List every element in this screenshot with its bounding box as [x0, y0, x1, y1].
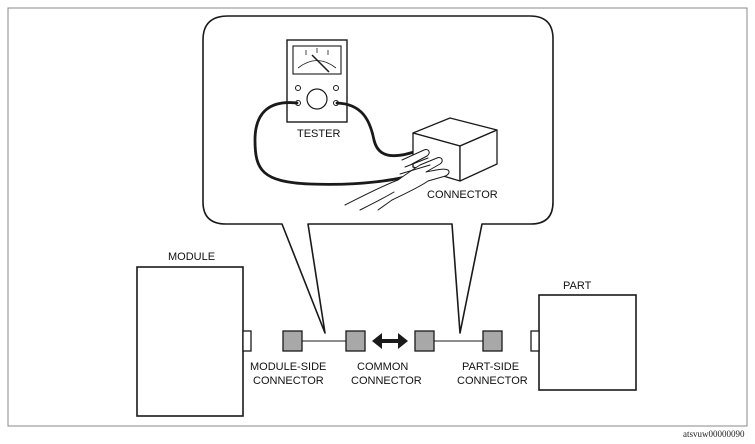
- test-lead-left: [253, 101, 426, 186]
- part-side-connector-icon: [482, 330, 503, 352]
- part-label: PART: [563, 280, 592, 292]
- connector-block-icon: [412, 117, 498, 182]
- part-side-connector-label-line2: CONNECTOR: [457, 375, 528, 387]
- part-side-connector-label-line1: PART-SIDE: [462, 361, 519, 373]
- common-connector-label-line1: COMMON: [357, 361, 408, 373]
- common-connector-right-icon: [414, 330, 435, 352]
- module-side-connector-icon: [282, 330, 303, 352]
- part-connector-tab: [530, 330, 540, 352]
- module-label: MODULE: [168, 251, 215, 263]
- module-side-connector-label-line1: MODULE-SIDE: [250, 361, 326, 373]
- image-code: atsvuw00000090: [683, 429, 745, 439]
- common-connector-left-icon: [345, 330, 366, 352]
- module-side-connector-label-line2: CONNECTOR: [253, 375, 324, 387]
- test-lead-right: [335, 101, 422, 158]
- module-box: [136, 266, 244, 417]
- connector-label: CONNECTOR: [427, 189, 498, 201]
- part-box: [538, 294, 637, 391]
- hand-icon: [344, 149, 450, 211]
- multimeter-icon: [286, 39, 348, 123]
- module-connector-tab: [242, 330, 252, 352]
- double-arrow-icon: [372, 333, 408, 349]
- common-connector-label-line2: CONNECTOR: [351, 375, 422, 387]
- tester-label: TESTER: [297, 128, 340, 140]
